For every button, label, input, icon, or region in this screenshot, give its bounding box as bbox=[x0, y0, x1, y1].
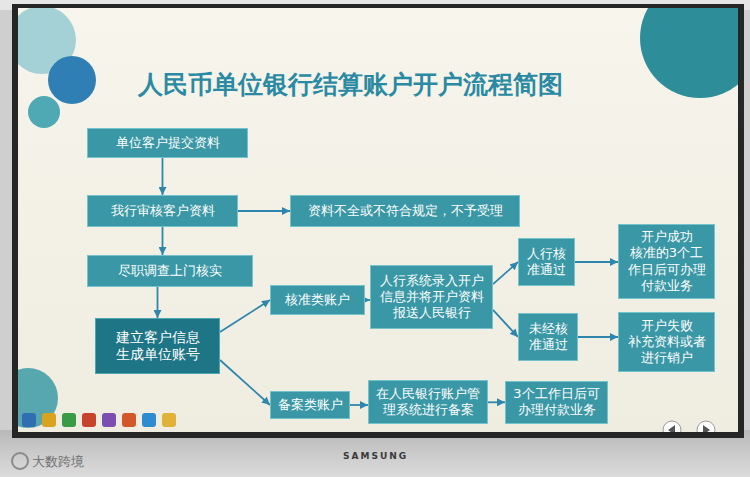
flow-arrow bbox=[575, 261, 618, 263]
diagram-title: 人民币单位银行结算账户开户流程简图 bbox=[138, 68, 563, 101]
flow-arrow bbox=[350, 404, 368, 406]
flow-arrow bbox=[488, 401, 505, 403]
deco-circle bbox=[18, 368, 58, 428]
box-text: 我行审核客户资料 bbox=[111, 203, 215, 219]
taskbar-icon bbox=[142, 413, 156, 427]
watermark-logo bbox=[12, 453, 28, 469]
box-text: 未经核 准通过 bbox=[524, 321, 572, 354]
nav-arrow bbox=[703, 425, 710, 432]
box-text: 3个工作日后可 办理付款业务 bbox=[511, 386, 602, 419]
flow-arrow bbox=[220, 360, 270, 405]
flow-arrow bbox=[578, 336, 618, 338]
process-box: 3个工作日后可 办理付款业务 bbox=[505, 381, 608, 424]
process-box: 未经核 准通过 bbox=[518, 313, 578, 361]
process-box: 我行审核客户资料 bbox=[87, 195, 238, 227]
taskbar-icon bbox=[102, 413, 116, 427]
taskbar-icon bbox=[62, 413, 76, 427]
screen-frame bbox=[12, 4, 744, 438]
process-box: 人行系统录入开户 信息并将开户资料 报送人民银行 bbox=[370, 265, 493, 329]
flow-arrow bbox=[493, 310, 518, 337]
flow-arrow bbox=[220, 300, 270, 332]
process-box: 开户成功 核准的3个工 作日后可办理 付款业务 bbox=[618, 224, 715, 299]
flow-arrow bbox=[162, 227, 164, 255]
taskbar-icon bbox=[162, 413, 176, 427]
flow-arrow bbox=[493, 262, 518, 284]
process-box: 人行核 准通过 bbox=[518, 238, 575, 286]
deco-circle bbox=[48, 56, 96, 104]
slide-background bbox=[18, 8, 738, 432]
box-text: 资料不全或不符合规定，不予受理 bbox=[308, 203, 503, 219]
deco-circle bbox=[640, 8, 738, 98]
flow-arrow bbox=[238, 210, 290, 212]
box-text: 核准类账户 bbox=[285, 292, 350, 308]
box-text: 开户成功 核准的3个工 作日后可办理 付款业务 bbox=[624, 229, 709, 294]
box-text: 建立客户信息 生成单位账号 bbox=[101, 329, 214, 364]
process-box: 开户失败 补充资料或者 进行销户 bbox=[618, 312, 715, 372]
nav-button bbox=[697, 421, 715, 432]
taskbar-icon bbox=[122, 413, 136, 427]
process-box: 资料不全或不符合规定，不予受理 bbox=[290, 195, 520, 227]
box-text: 尽职调查上门核实 bbox=[118, 263, 222, 279]
process-box: 单位客户提交资料 bbox=[87, 128, 248, 158]
box-text: 开户失败 补充资料或者 进行销户 bbox=[624, 318, 709, 367]
box-text: 备案类账户 bbox=[278, 397, 343, 413]
process-box: 在人民银行账户管 理系统进行备案 bbox=[368, 380, 488, 424]
deco-circle bbox=[28, 96, 60, 128]
watermark: 大数跨境 bbox=[32, 453, 84, 471]
box-text: 人行核 准通过 bbox=[524, 246, 569, 279]
process-box: 尽职调查上门核实 bbox=[87, 255, 253, 287]
taskbar-icon bbox=[42, 413, 56, 427]
process-box: 备案类账户 bbox=[270, 391, 350, 419]
flow-arrow bbox=[162, 158, 164, 195]
process-box: 核准类账户 bbox=[270, 285, 365, 315]
brand-name: SAMSUNG bbox=[343, 451, 408, 461]
box-text: 在人民银行账户管 理系统进行备案 bbox=[374, 386, 482, 419]
nav-arrow bbox=[668, 425, 675, 432]
box-text: 单位客户提交资料 bbox=[116, 135, 220, 151]
taskbar-icon bbox=[22, 413, 36, 427]
nav-button bbox=[663, 421, 681, 432]
box-text: 人行系统录入开户 信息并将开户资料 报送人民银行 bbox=[376, 273, 487, 322]
flow-arrow bbox=[157, 287, 159, 318]
process-box: 建立客户信息 生成单位账号 bbox=[95, 318, 220, 374]
taskbar-icon bbox=[82, 413, 96, 427]
